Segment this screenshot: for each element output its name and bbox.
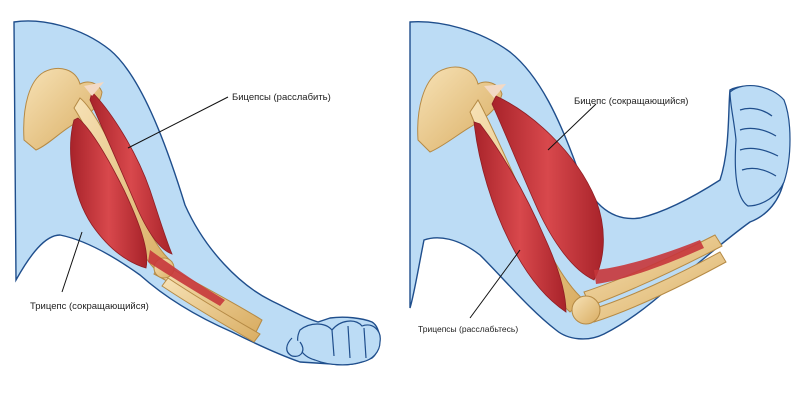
left-biceps-label: Бицепсы (расслабить) bbox=[232, 92, 331, 103]
right-biceps-leader bbox=[547, 103, 597, 151]
left-muscles bbox=[70, 82, 225, 306]
right-muscles bbox=[473, 84, 704, 313]
right-triceps-label: Трицепсы (расслабьтесь) bbox=[418, 324, 518, 334]
right-biceps-label-text: Бицепс (сокращающийся) bbox=[574, 96, 688, 107]
left-triceps-muscle bbox=[70, 117, 148, 269]
left-scapula bbox=[23, 68, 103, 151]
left-triceps-label: Трицепс (сокращающийся) bbox=[30, 301, 149, 312]
left-biceps-muscle bbox=[89, 91, 173, 255]
left-hand bbox=[286, 320, 381, 366]
left-triceps-leader bbox=[61, 231, 83, 293]
right-triceps-muscle bbox=[473, 121, 567, 313]
right-triceps-leader bbox=[469, 249, 521, 319]
left-biceps-leader bbox=[127, 96, 229, 149]
right-biceps-muscle bbox=[491, 95, 604, 281]
left-arm-figure: Бицепсы (расслабить) Трицепс (сокращающи… bbox=[13, 20, 381, 366]
right-hand-fist bbox=[729, 85, 791, 207]
right-scapula bbox=[417, 66, 503, 153]
right-arm-figure: Бицепс (сокращающийся) Трицепсы (расслаб… bbox=[409, 21, 791, 340]
